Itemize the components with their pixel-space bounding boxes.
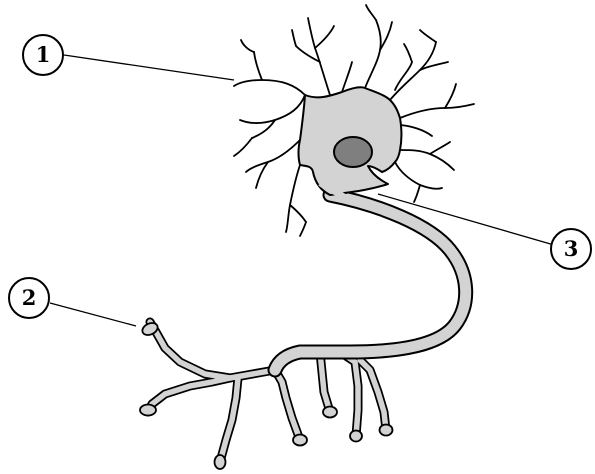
callout-2-leader — [50, 303, 136, 326]
callout-3-number: 3 — [564, 236, 579, 261]
callout-2: 2 — [9, 278, 49, 318]
nucleus — [334, 137, 372, 167]
callout-1-number: 1 — [36, 42, 51, 67]
callout-1: 1 — [23, 35, 63, 75]
axon-terminals — [140, 321, 393, 469]
callout-1-leader — [64, 55, 234, 80]
callout-2-number: 2 — [22, 285, 37, 310]
callout-3: 3 — [551, 229, 591, 269]
axon — [275, 195, 466, 370]
